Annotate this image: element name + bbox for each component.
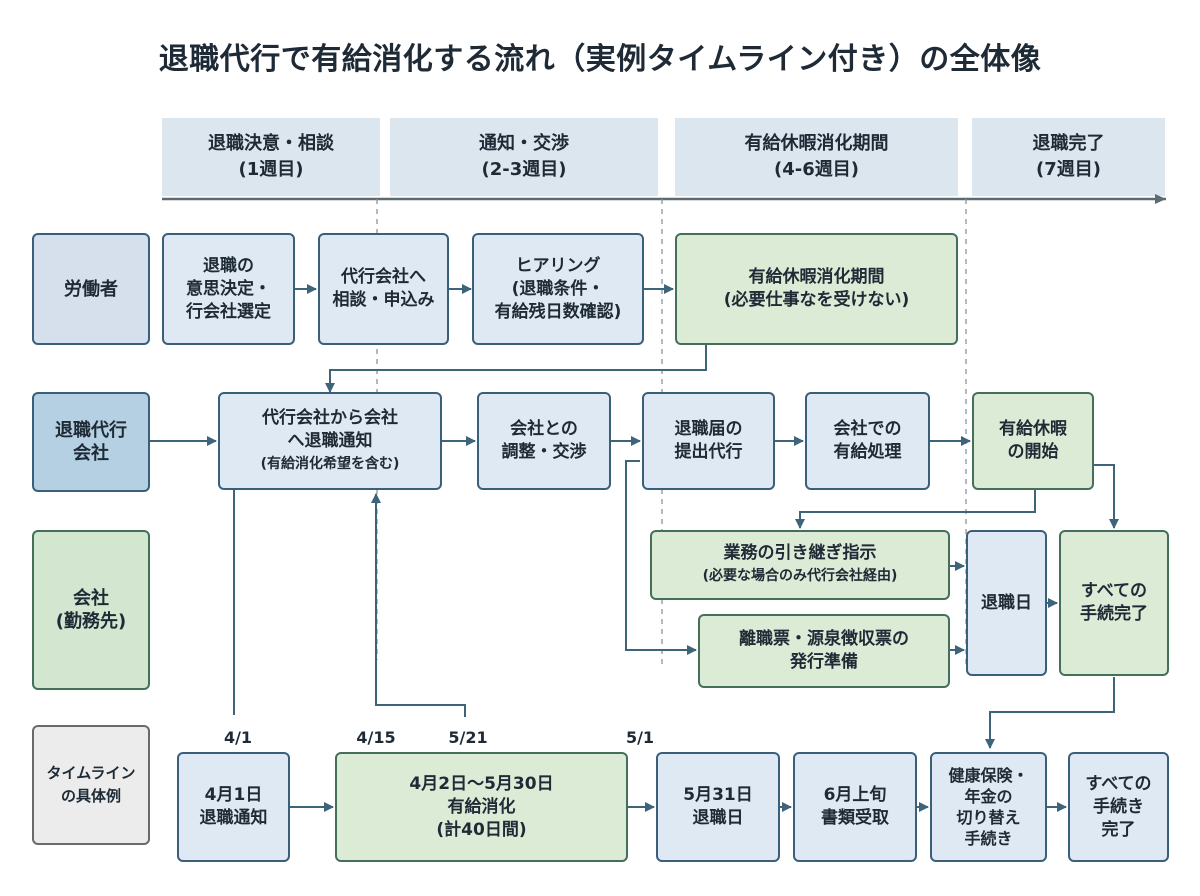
- lane-company: 会社 (勤務先): [32, 530, 150, 690]
- phase-label: 有給休暇消化期間: [744, 133, 889, 154]
- lane-label: 会社: [73, 588, 109, 609]
- step-adjust: 会社との 調整・交渉: [477, 392, 611, 490]
- step-documents: 離職票・源泉徴収票の 発行準備: [698, 614, 950, 688]
- step-text: ヒアリング: [515, 255, 601, 276]
- step-hearing: ヒアリング (退職条件・ 有給残日数確認): [472, 233, 644, 345]
- phase-label: 退職完了: [1032, 133, 1105, 154]
- timeline-complete: すべての 手続き 完了: [1068, 752, 1169, 862]
- step-text: 有給残日数確認): [494, 301, 622, 322]
- step-note: (必要な場合のみ代行会社経由): [702, 568, 898, 584]
- step-leave-start: 有給休暇 の開始: [972, 392, 1094, 490]
- step-notify: 代行会社から会社 へ退職通知 (有給消化希望を含む): [218, 392, 442, 490]
- step-text: 有給消化: [447, 796, 516, 817]
- lane-agency: 退職代行 会社: [32, 392, 150, 492]
- lane-label: (勤務先): [55, 611, 127, 632]
- step-text: 退職届の: [674, 419, 743, 439]
- step-handover: 業務の引き継ぎ指示 (必要な場合のみ代行会社経由): [650, 530, 950, 600]
- step-text: 手続き: [1093, 796, 1144, 817]
- step-text: の開始: [1007, 442, 1059, 462]
- step-note: (有給消化希望を含む): [260, 455, 400, 472]
- step-text: 退職の: [203, 255, 254, 276]
- step-text: 有給処理: [833, 442, 902, 462]
- phase-label: 退職決意・相談: [208, 133, 334, 154]
- step-text: 発行準備: [790, 652, 858, 672]
- step-decide: 退職の 意思決定・ 行会社選定: [162, 233, 295, 345]
- step-retire-day: 退職日: [966, 530, 1047, 676]
- step-text: 5月31日: [683, 785, 753, 805]
- step-text: 退職日: [692, 808, 744, 828]
- date-label: 5/1: [625, 728, 655, 747]
- lane-label: 労働者: [64, 278, 118, 300]
- step-text: 手続完了: [1080, 604, 1148, 624]
- step-text: 有給休暇消化期間: [748, 267, 885, 287]
- step-text: すべての: [1085, 773, 1152, 794]
- step-text: 相談・申込み: [332, 290, 435, 310]
- step-text: 会社での: [833, 419, 902, 439]
- step-text: すべての: [1080, 581, 1148, 601]
- lane-timeline: タイムライン の具体例: [32, 725, 150, 845]
- step-text: 調整・交渉: [501, 442, 587, 462]
- step-leave-period: 有給休暇消化期間 (必要仕事なを受けない): [675, 233, 958, 345]
- timeline-paid-leave: 4月2日～5月30日 有給消化 (計40日間): [335, 752, 628, 862]
- step-text: 切り替え: [956, 808, 1021, 827]
- step-text: 会社との: [510, 419, 578, 439]
- step-text: 6月上旬: [823, 785, 887, 805]
- phase-week: (1週目): [238, 159, 304, 180]
- step-text: (退職条件・: [511, 278, 605, 299]
- date-label: 4/1: [223, 728, 253, 747]
- step-text: (必要仕事なを受けない): [723, 290, 910, 310]
- step-text: 行会社選定: [186, 301, 271, 322]
- date-label: 5/21: [448, 728, 488, 747]
- lane-label: タイムライン: [46, 764, 136, 782]
- step-text: 書類受取: [821, 808, 889, 828]
- lane-label: 会社: [73, 443, 109, 464]
- lane-worker: 労働者: [32, 233, 150, 345]
- phase-label: 通知・交渉: [479, 133, 569, 154]
- step-text: 代行会社へ: [341, 267, 426, 287]
- step-text: 4月2日～5月30日: [409, 773, 554, 794]
- step-text: 年金の: [964, 787, 1013, 806]
- phase-week: (7週目): [1036, 159, 1101, 180]
- step-all-done: すべての 手続完了: [1059, 530, 1169, 676]
- step-text: 提出代行: [674, 442, 743, 462]
- step-text: 健康保険・: [948, 766, 1029, 785]
- phase-week: (4-6週目): [774, 159, 859, 180]
- step-text: 離職票・源泉徴収票の: [739, 629, 909, 649]
- phase-week: (2-3週目): [481, 159, 567, 180]
- timeline-documents: 6月上旬 書類受取: [793, 752, 917, 862]
- timeline-insurance: 健康保険・ 年金の 切り替え 手続き: [930, 752, 1047, 862]
- lane-label: の具体例: [60, 787, 121, 805]
- date-label: 4/15: [356, 728, 396, 747]
- phase-decide: 退職決意・相談 (1週目): [162, 118, 380, 196]
- timeline-notice: 4月1日 退職通知: [177, 752, 290, 862]
- step-note: (計40日間): [436, 819, 527, 840]
- lane-label: 退職代行: [55, 420, 127, 441]
- step-text: へ退職通知: [287, 430, 373, 451]
- phase-complete: 退職完了 (7週目): [972, 118, 1165, 196]
- step-process: 会社での 有給処理: [805, 392, 930, 490]
- phase-notify: 通知・交渉 (2-3週目): [390, 118, 658, 196]
- step-text: 業務の引き継ぎ指示: [723, 543, 877, 563]
- step-text: 有給休暇: [999, 419, 1067, 439]
- timeline-retire-day: 5月31日 退職日: [656, 752, 780, 862]
- step-text: 手続き: [964, 829, 1013, 848]
- step-text: 意思決定・: [186, 278, 271, 299]
- step-text: 4月1日: [204, 785, 263, 805]
- step-consult: 代行会社へ 相談・申込み: [318, 233, 449, 345]
- step-submit: 退職届の 提出代行: [642, 392, 775, 490]
- step-text: 退職日: [981, 592, 1032, 613]
- step-text: 完了: [1101, 819, 1136, 840]
- phase-leave: 有給休暇消化期間 (4-6週目): [675, 118, 958, 196]
- page-title: 退職代行で有給消化する流れ（実例タイムライン付き）の全体像: [158, 42, 1042, 77]
- step-text: 代行会社から会社: [262, 407, 398, 428]
- step-text: 退職通知: [199, 808, 268, 828]
